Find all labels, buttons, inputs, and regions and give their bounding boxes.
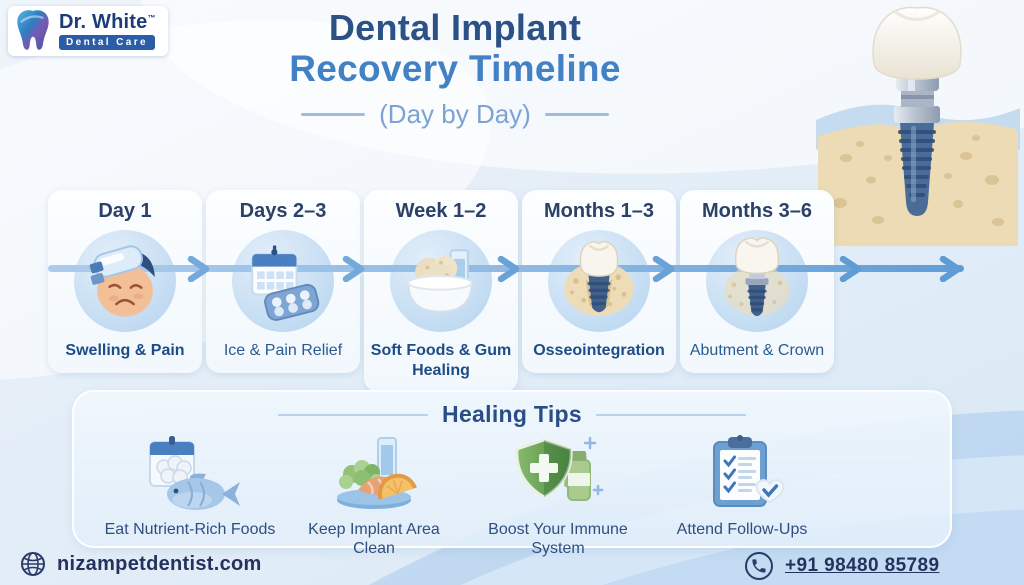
- implant-bone-icon: [564, 241, 634, 316]
- stage-icon-circle: [548, 230, 650, 332]
- brand-logo: Dr. White™ Dental Care: [8, 6, 168, 56]
- implant-crown-icon: [724, 237, 790, 317]
- soft-foods-icon: [407, 249, 473, 313]
- stage-label: Osseointegration: [533, 342, 665, 359]
- healing-tip: Attend Follow-Ups: [650, 430, 834, 558]
- immune-shield-icon: [515, 436, 604, 501]
- trademark-symbol: ™: [147, 13, 156, 23]
- stage-icon-circle: [232, 230, 334, 332]
- stage-period: Months 3–6: [701, 200, 813, 222]
- stage-label: Soft Foods & Gum Healing: [370, 342, 512, 379]
- tip-label: Eat Nutrient-Rich Foods: [104, 521, 276, 538]
- stage-period: Week 1–2: [395, 200, 487, 222]
- timeline-arrowhead-icon: [187, 256, 210, 282]
- globe-icon: [21, 552, 45, 576]
- timeline-arrowhead-icon: [342, 256, 365, 282]
- website-text[interactable]: nizampetdentist.com: [57, 552, 262, 575]
- healing-tips-list: Eat Nutrient-Rich Foods: [74, 428, 950, 558]
- timeline-arrowhead-icon: [839, 256, 862, 282]
- stage-icon-circle: [74, 230, 176, 332]
- subtitle-dash: [544, 112, 609, 116]
- heading-rule: [278, 413, 429, 416]
- timeline-stage-card: Days 2–3: [206, 190, 360, 373]
- calendar-pills-icon: [251, 245, 320, 321]
- stage-period: Months 1–3: [543, 200, 655, 222]
- timeline: Day 1 Swelling: [48, 190, 834, 393]
- tip-label: Keep Implant Area Clean: [308, 521, 440, 558]
- healing-tip: Keep Implant Area Clean: [282, 430, 466, 558]
- stage-label: Swelling & Pain: [65, 342, 185, 359]
- follow-ups-icon: [713, 435, 785, 507]
- clean-implant-icon: [337, 437, 417, 509]
- timeline-stage-card: Months 3–6: [680, 190, 834, 373]
- swollen-face-icon: [89, 245, 155, 317]
- timeline-stage-card: Months 1–3: [522, 190, 676, 373]
- phone-link[interactable]: +91 98480 85789: [744, 551, 939, 581]
- brand-tagline: Dental Care: [59, 35, 155, 50]
- stage-label: Abutment & Crown: [689, 342, 825, 359]
- timeline-stage-card: Day 1 Swelling: [48, 190, 202, 373]
- healing-tips-title: Healing Tips: [442, 401, 582, 427]
- timeline-arrowhead-icon: [652, 256, 675, 282]
- healing-tip: Eat Nutrient-Rich Foods: [98, 430, 282, 558]
- timeline-arrow: [48, 265, 964, 272]
- subtitle: (Day by Day): [379, 98, 531, 129]
- timeline-stage-card: Week 1–2 Soft Foods & Gum Healing: [364, 190, 518, 393]
- stage-icon-circle: [390, 230, 492, 332]
- dental-implant-illustration: [816, 6, 1020, 246]
- tooth-logo-icon: [17, 10, 49, 50]
- healing-tips-panel: Healing Tips: [72, 390, 952, 557]
- phone-icon: [745, 552, 773, 580]
- timeline-arrowhead-icon: [497, 256, 520, 282]
- heading-rule: [595, 413, 746, 416]
- tip-label: Attend Follow-Ups: [676, 521, 808, 538]
- title-line1: Dental Implant: [328, 7, 582, 48]
- brand-name: Dr. White™: [59, 11, 156, 33]
- website-link[interactable]: nizampetdentist.com: [18, 549, 262, 579]
- stage-label: Ice & Pain Relief: [223, 342, 343, 359]
- stage-icon-circle: [706, 230, 808, 332]
- tip-label: Boost Your Immune System: [488, 521, 628, 558]
- nutrient-foods-icon: [149, 436, 240, 510]
- title-line2: Recovery Timeline: [289, 48, 621, 90]
- stage-period: Days 2–3: [239, 200, 327, 222]
- phone-number[interactable]: +91 98480 85789: [785, 555, 940, 576]
- page-title: Dental Implant Recovery Timeline (Day by…: [240, 7, 670, 130]
- healing-tip: Boost Your Immune System: [466, 430, 650, 558]
- timeline-arrowhead-icon: [939, 256, 962, 282]
- stage-period: Day 1: [98, 200, 152, 222]
- subtitle-dash: [301, 112, 366, 116]
